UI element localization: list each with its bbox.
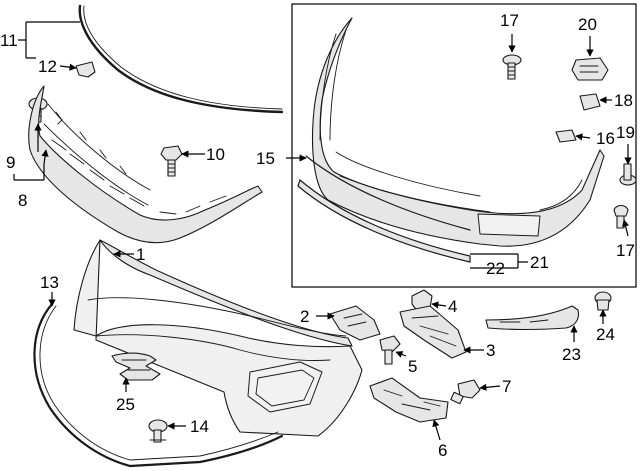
callout-8: 8: [18, 191, 27, 210]
callout-7: 7: [502, 377, 511, 396]
callout-17-top: 17: [500, 11, 519, 30]
callout-5: 5: [408, 357, 417, 376]
clip-24: [594, 291, 612, 311]
lower-strip-22: [297, 178, 471, 263]
lower-grille-15: [312, 17, 605, 247]
bracket-2: [329, 305, 381, 341]
callout-1: 1: [136, 245, 145, 264]
callout-22: 22: [486, 259, 505, 278]
callout-10: 10: [206, 145, 225, 164]
bolt-7: [450, 379, 481, 405]
callout-11: 11: [0, 31, 18, 50]
inset-frame: [291, 3, 637, 288]
screw-19: [619, 163, 637, 186]
lower-molding-13: [33, 302, 284, 468]
callout-labels: 11 12 9 8 10 1 13 25 14 2 5 4 3 6 7 23 2…: [0, 11, 635, 460]
callout-19: 19: [616, 123, 635, 142]
callout-24: 24: [596, 325, 615, 344]
grille-support-8: [28, 85, 263, 244]
callout-17-right: 17: [616, 241, 635, 260]
emblem-25: [111, 352, 161, 381]
bracket-20: [571, 57, 609, 81]
callout-25: 25: [116, 395, 135, 414]
bolt-10: [160, 145, 183, 177]
push-pin-14: [148, 419, 168, 443]
upper-strip-21: [305, 155, 471, 231]
callout-13: 13: [40, 273, 59, 292]
bumper-cover-1: [73, 239, 363, 437]
bolt-5: [379, 335, 401, 365]
callout-20: 20: [578, 15, 597, 34]
callout-9: 9: [6, 153, 15, 172]
molding-23: [485, 305, 580, 331]
callout-4: 4: [448, 297, 457, 316]
callout-23: 23: [562, 345, 581, 364]
leader-lines: [13, 21, 632, 441]
callout-3: 3: [486, 341, 495, 360]
side-bracket-3: [399, 305, 467, 359]
callout-6: 6: [438, 441, 447, 460]
callout-14: 14: [190, 417, 209, 436]
screw-17-top: [502, 54, 522, 80]
callout-2: 2: [300, 307, 309, 326]
clip-16: [555, 129, 577, 143]
clip-18: [579, 93, 601, 111]
callout-12: 12: [38, 57, 57, 76]
bracket-6: [369, 377, 449, 423]
callout-15: 15: [256, 149, 275, 168]
callout-21: 21: [530, 253, 549, 272]
hood-molding-strip: [78, 4, 284, 114]
clip-12: [75, 61, 96, 78]
callout-18: 18: [614, 91, 633, 110]
push-pin-17-right: [613, 204, 629, 229]
callout-16: 16: [596, 129, 615, 148]
